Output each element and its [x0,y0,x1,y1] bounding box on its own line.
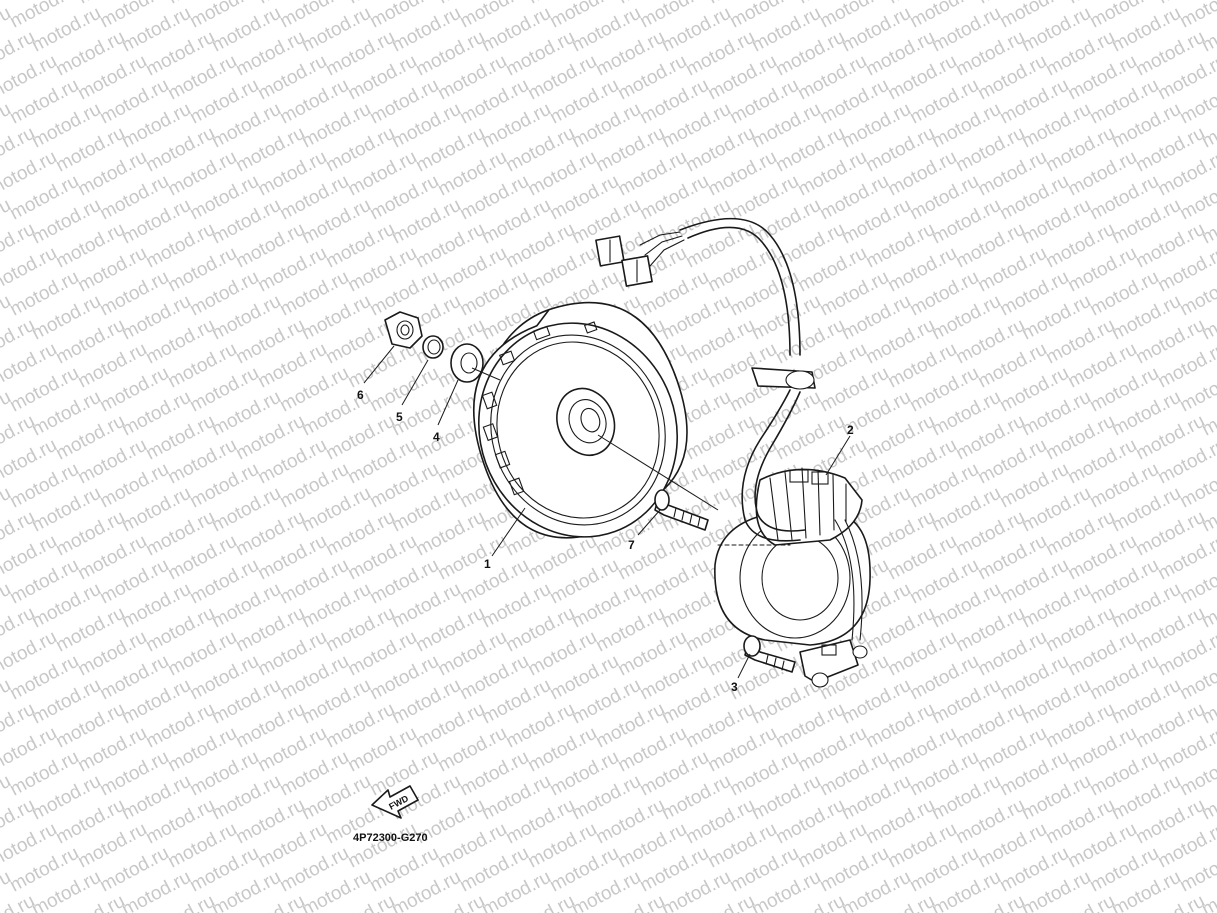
nut-6 [384,311,423,349]
callout-7: 7 [628,538,635,552]
wire-harness [595,217,863,641]
callout-leaders [363,345,851,679]
plain-washer-4 [450,343,484,383]
stator-coil-assembly [714,467,871,646]
callout-6: 6 [357,388,364,402]
pickup-coil-bracket [799,639,868,688]
lock-washer-5 [422,335,444,359]
flywheel-rotor [472,301,688,539]
callout-5: 5 [396,410,403,424]
part-code: 4P72300-G270 [353,832,428,844]
fwd-arrow-icon: FWD [371,785,419,819]
callout-1: 1 [484,557,491,571]
callout-3: 3 [731,680,738,694]
bolt-3 [743,635,796,673]
bolt-7 [654,489,709,531]
callout-4: 4 [433,430,440,444]
assembly-center-line [471,367,501,381]
assembly-center-line-2 [597,434,719,511]
callout-2: 2 [847,423,854,437]
